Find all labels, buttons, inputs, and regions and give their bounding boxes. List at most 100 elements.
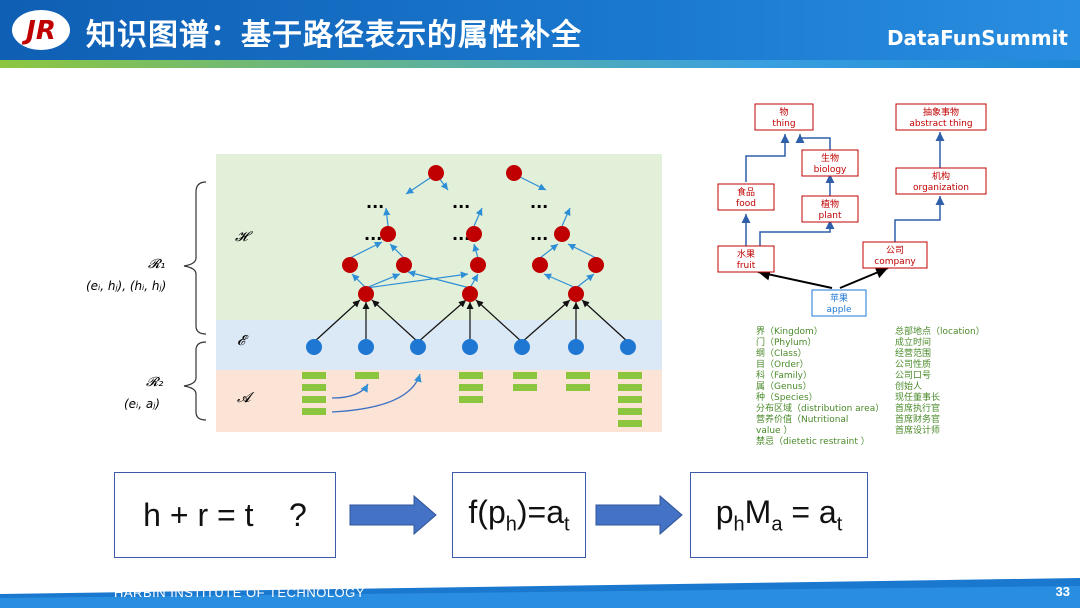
hyper-node [380, 226, 396, 242]
ellipsis-dots: ··· [364, 229, 382, 248]
layer-h-band [216, 154, 662, 320]
attr-curve-arrow [331, 373, 422, 413]
svg-text:plant: plant [819, 211, 842, 221]
svg-text:生物: 生物 [821, 152, 839, 164]
r2-label: 𝓡₂ [146, 375, 163, 390]
ellipsis-dots: ··· [366, 197, 384, 216]
hyper-node [396, 257, 412, 273]
node-abstract-thing [895, 103, 987, 131]
svg-text:fruit: fruit [737, 261, 756, 271]
svg-text:公司口号: 公司口号 [895, 370, 931, 381]
entity-node [306, 339, 322, 355]
node-biology [801, 149, 859, 177]
formula-matrix: phMa = at [715, 493, 843, 536]
ellipsis-dots: ··· [530, 197, 548, 216]
entity-node [358, 339, 374, 355]
entity-node [514, 339, 530, 355]
slide-title: 知识图谱：基于路径表示的属性补全 [86, 18, 582, 53]
instance-arrows [757, 267, 889, 289]
svg-text:苹果: 苹果 [830, 292, 848, 304]
hyper-hierarchy-arrows [349, 173, 597, 289]
ellipsis-dots: ··· [452, 197, 470, 216]
svg-text:首席执行官: 首席执行官 [895, 402, 940, 414]
entity-node [568, 339, 584, 355]
company-attributes: 总部地点（location） 成立时间 经营范围 公司性质 公司口号 创始人 现… [895, 325, 985, 436]
r2-tuple: (eᵢ, aⱼ) [124, 397, 160, 411]
hyper-nodes [342, 165, 604, 302]
formula-path: f(ph)=at [468, 493, 570, 536]
svg-text:公司性质: 公司性质 [895, 358, 931, 370]
ellipsis-dots: ··· [530, 229, 548, 248]
svg-text:apple: apple [827, 305, 852, 315]
layer-a-label: 𝓐 [237, 390, 255, 406]
layer-e-band [216, 320, 662, 370]
node-company [862, 241, 928, 269]
node-thing [754, 103, 814, 131]
r1-tuple: (eᵢ, hⱼ), (hᵢ, hⱼ) [86, 279, 166, 293]
svg-text:目（Order）: 目（Order） [756, 359, 809, 370]
svg-text:food: food [736, 199, 756, 209]
right-arrow-icon [595, 494, 683, 536]
svg-text:界（Kingdom）: 界（Kingdom） [756, 326, 823, 337]
svg-text:抽象事物: 抽象事物 [923, 106, 959, 118]
footer-band [0, 578, 1080, 608]
hyper-node [470, 257, 486, 273]
header-bar: JR 知识图谱：基于路径表示的属性补全 DataFunSummit [0, 0, 1080, 60]
svg-text:abstract thing: abstract thing [909, 119, 972, 129]
r1-label: 𝓡₁ [148, 257, 165, 272]
apple-attributes: 界（Kingdom） 门（Phylum） 纲（Class） 目（Order） 科… [756, 326, 884, 447]
hyper-node [428, 165, 444, 181]
svg-text:JR: JR [21, 16, 56, 46]
node-apple [811, 289, 867, 317]
hyper-node [342, 257, 358, 273]
svg-text:首席财务官: 首席财务官 [895, 413, 940, 425]
right-arrow-icon [349, 494, 437, 536]
svg-text:营养价值（Nutritional: 营养价值（Nutritional [756, 413, 848, 425]
hyper-node [554, 226, 570, 242]
hyper-node [358, 286, 374, 302]
footer-institution: HARBIN INSTITUTE OF TECHNOLOGY [114, 585, 365, 600]
svg-text:纲（Class）: 纲（Class） [756, 347, 807, 359]
svg-text:经营范围: 经营范围 [895, 347, 931, 359]
layer-a-band [216, 370, 662, 432]
svg-text:首席设计师: 首席设计师 [895, 424, 940, 436]
hyper-node [588, 257, 604, 273]
formula-box-path: f(ph)=at [452, 472, 586, 558]
node-plant [801, 195, 859, 223]
svg-text:value ）: value ） [756, 425, 792, 436]
svg-text:分布区域（distribution area）: 分布区域（distribution area） [756, 402, 884, 414]
node-fruit [717, 245, 775, 273]
entity-to-hyper-arrows [313, 299, 629, 343]
page-number: 33 [1055, 584, 1070, 599]
entity-node [410, 339, 426, 355]
r2-brace [183, 341, 207, 421]
hyper-node [466, 226, 482, 242]
svg-text:植物: 植物 [821, 198, 839, 210]
attr-curve-arrow [331, 383, 369, 399]
entity-node [462, 339, 478, 355]
hyper-node [568, 286, 584, 302]
svg-text:禁忌（dietetic restraint ）: 禁忌（dietetic restraint ） [756, 436, 870, 447]
svg-text:创始人: 创始人 [895, 380, 922, 392]
svg-text:公司: 公司 [886, 245, 904, 256]
svg-text:biology: biology [814, 165, 847, 175]
svg-text:科（Family）: 科（Family） [756, 369, 812, 381]
svg-text:水果: 水果 [737, 248, 755, 260]
ellipsis-dots: ··· [452, 229, 470, 248]
svg-text:成立时间: 成立时间 [895, 336, 931, 348]
svg-text:机构: 机构 [932, 170, 950, 182]
node-organization [895, 167, 987, 195]
hyper-node [462, 286, 478, 302]
formula-transe: h + r = t ? [143, 496, 307, 533]
entity-nodes [306, 339, 636, 355]
svg-text:总部地点（location）: 总部地点（location） [895, 325, 985, 337]
svg-text:属（Genus）: 属（Genus） [756, 381, 812, 392]
brand-name: DataFunSummit [886, 26, 1068, 50]
svg-text:company: company [874, 257, 916, 267]
svg-text:物: 物 [779, 106, 788, 118]
entity-node [620, 339, 636, 355]
node-food [717, 183, 775, 211]
formula-box-matrix: phMa = at [690, 472, 868, 558]
r1-brace [183, 181, 207, 335]
